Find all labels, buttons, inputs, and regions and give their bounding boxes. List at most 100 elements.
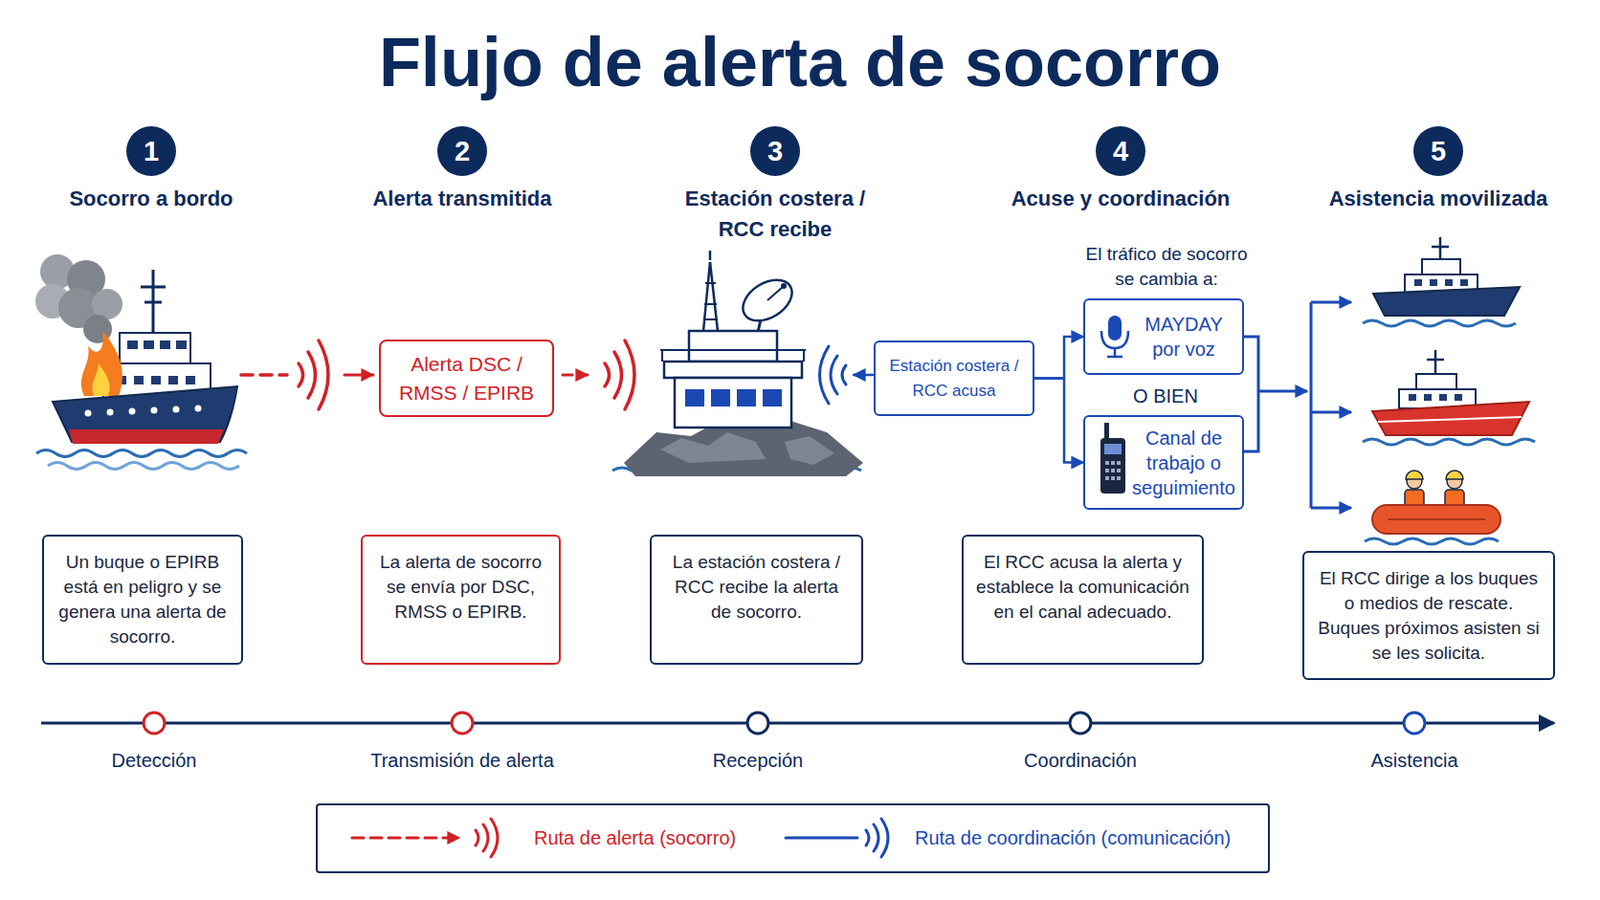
ship-in-distress — [133, 376, 144, 385]
timeline — [1069, 712, 1091, 734]
rescue-ship — [1444, 279, 1453, 287]
legend — [483, 824, 489, 852]
microphone-icon — [1101, 331, 1129, 349]
step-number-text: 5 — [1413, 126, 1464, 177]
rescue-ship — [1429, 279, 1438, 287]
coast-station — [660, 349, 806, 352]
dispatch-bracket — [1258, 390, 1308, 394]
alert-signal — [624, 340, 635, 410]
box-text: El RCC acusa la alerta y establece la co… — [975, 550, 1191, 625]
dispatch-bracket — [1244, 336, 1259, 452]
timeline — [1403, 712, 1425, 734]
fire — [81, 331, 123, 397]
alert-signal — [298, 363, 304, 387]
alert-signal — [344, 374, 374, 378]
step-heading: Socorro a bordo — [0, 183, 305, 215]
alert-signal — [318, 340, 329, 410]
ship-in-distress — [85, 410, 92, 418]
microphone-icon — [1101, 315, 1129, 357]
coast-station — [767, 287, 783, 301]
coordination-signal — [842, 365, 846, 385]
description-box: La alerta de socorro se envía por DSC, R… — [360, 534, 561, 666]
description-box: Un buque o EPIRB está en peligro y se ge… — [42, 534, 244, 666]
annotation: El tráfico de socorro se cambia a: — [1078, 242, 1256, 292]
coast-station — [674, 377, 792, 428]
box-text: El RCC dirige a los buques o medios de r… — [1315, 566, 1542, 667]
box-text: MAYDAY por voz — [1131, 311, 1237, 362]
coast-station — [704, 318, 718, 321]
rescue-ship — [1454, 394, 1463, 401]
timeline — [143, 712, 165, 734]
rescue-ship — [1434, 350, 1438, 376]
timeline — [747, 712, 769, 734]
radio-icon — [1116, 476, 1121, 481]
description-box: La estación costera / RCC recibe la aler… — [649, 534, 864, 666]
connector-arrow — [1034, 378, 1084, 464]
ship-in-distress — [35, 254, 247, 470]
coast-station — [664, 361, 802, 378]
dispatch-bracket — [1311, 411, 1352, 415]
radio-icon — [1105, 476, 1110, 481]
microphone-icon — [1108, 315, 1122, 341]
timeline-label: Coordinación — [955, 748, 1205, 774]
coast-station — [688, 331, 778, 362]
coast-station — [704, 303, 717, 306]
ship-in-distress — [151, 376, 161, 385]
legend-text: Ruta de alerta (socorro) — [533, 826, 736, 850]
timeline-label: Asistencia — [1289, 748, 1539, 774]
radio-icon — [1105, 461, 1110, 466]
coast-station — [736, 389, 756, 407]
timeline-label: Detección — [29, 748, 279, 774]
channel-option-box: MAYDAY por voz — [1083, 298, 1245, 376]
timeline-label: Transmisión de alerta — [337, 748, 587, 774]
rescue-raft — [1364, 470, 1501, 545]
diagram-title: Flujo de alerta de socorro — [0, 21, 1600, 104]
rescue-ship — [1439, 237, 1443, 261]
radio-icon — [1104, 422, 1110, 443]
coordination-signal — [830, 355, 838, 395]
ship-in-distress — [151, 407, 158, 415]
rescue-raft — [1445, 470, 1464, 480]
rescue-ship — [1408, 394, 1417, 401]
dispatch-bracket — [1244, 302, 1352, 509]
radio-icon — [1104, 444, 1122, 455]
dispatch-bracket — [1311, 301, 1352, 305]
step-heading: Estación costera / RCC recibe — [660, 183, 890, 245]
alert-signal — [614, 352, 623, 399]
rescue-raft — [1372, 505, 1501, 534]
rescue-ship — [1416, 374, 1457, 390]
rescue-raft — [1405, 470, 1423, 480]
wave — [1364, 538, 1499, 545]
timeline — [41, 712, 1555, 734]
ship-in-distress — [168, 376, 178, 385]
radio-icon — [1105, 468, 1110, 473]
box-text: Alerta DSC / RMSS / EPIRB — [388, 350, 545, 408]
coast-station — [762, 389, 782, 407]
connector-arrow — [1034, 336, 1084, 379]
ship-in-distress — [159, 340, 171, 350]
step-number: 5Asistencia movilizada — [1413, 126, 1464, 177]
radio-icon — [1111, 476, 1115, 481]
coast-station — [709, 250, 712, 261]
rescue-ship — [1414, 279, 1423, 287]
legend — [866, 830, 869, 846]
acknowledge-box: Estación costera / RCC acusa — [873, 340, 1035, 417]
ship-in-distress — [107, 409, 114, 417]
radio-icon — [1116, 461, 1121, 466]
ship-in-distress — [129, 408, 136, 416]
coast-station — [705, 282, 716, 285]
alert-signal — [562, 374, 588, 378]
timeline — [451, 712, 473, 734]
coast-station — [703, 262, 711, 332]
ship-in-distress — [143, 340, 155, 350]
legend — [881, 819, 889, 858]
alert-box: Alerta DSC / RMSS / EPIRB — [378, 339, 555, 418]
radio-icon — [1100, 438, 1126, 494]
legend-text: Ruta de coordinación (comunicación) — [914, 826, 1231, 850]
coast-station — [660, 432, 766, 464]
description-box: El RCC dirige a los buques o medios de r… — [1302, 551, 1556, 681]
radio-icon — [1111, 461, 1115, 466]
channel-option-box: Canal de trabajo o seguimiento — [1083, 415, 1245, 511]
ship-in-distress — [195, 405, 202, 413]
